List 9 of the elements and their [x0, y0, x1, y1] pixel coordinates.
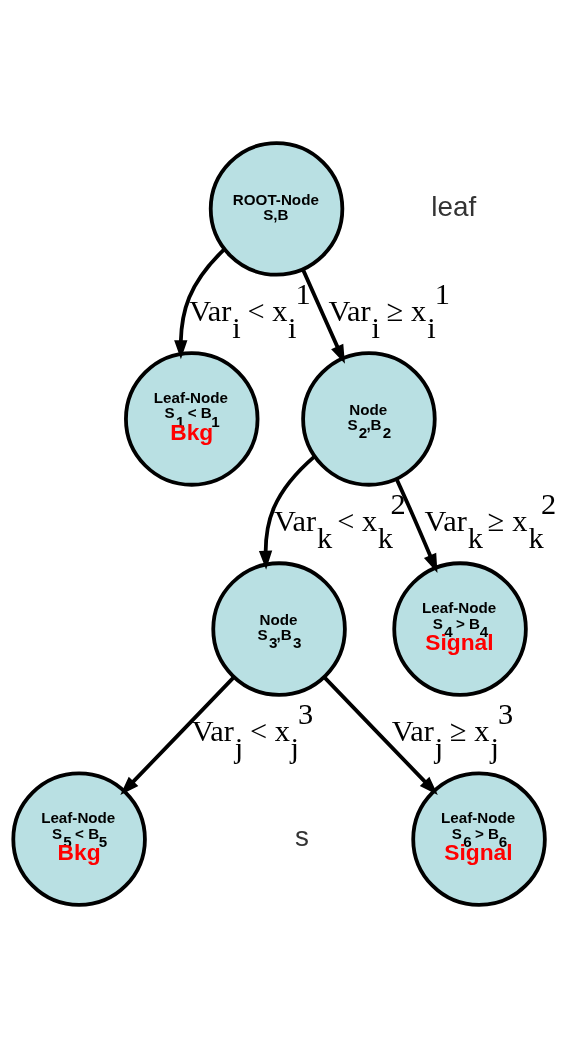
arrow: [120, 676, 236, 796]
arrow: [394, 478, 438, 573]
node-circle: ROOT-Node S,B: [208, 141, 345, 277]
label: leaf: [431, 190, 477, 222]
arrow: [174, 247, 226, 360]
label: s: [294, 821, 309, 853]
arrow: [323, 676, 438, 796]
arrow: [258, 455, 316, 570]
arrow: [301, 268, 345, 364]
